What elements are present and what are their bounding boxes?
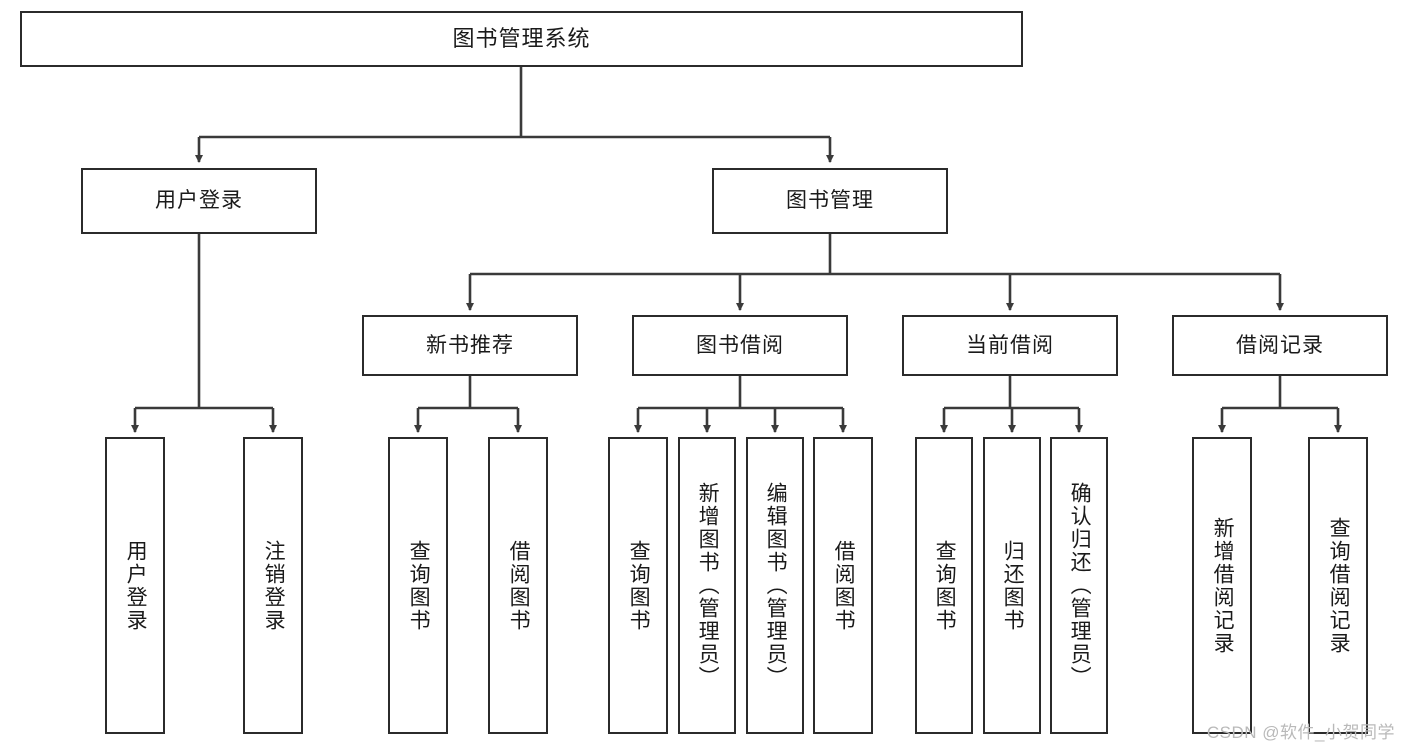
node-label: 确认归还（管理员） — [1068, 482, 1092, 689]
leaf-add-book[interactable]: 新增图书（管理员） — [678, 437, 736, 734]
node-label: 新增图书（管理员） — [696, 482, 720, 689]
leaf-return-book[interactable]: 归还图书 — [983, 437, 1041, 734]
node-label: 查询图书 — [627, 539, 651, 632]
node-label: 图书管理 — [786, 189, 874, 213]
node-current-borrow[interactable]: 当前借阅 — [902, 315, 1118, 376]
leaf-add-record[interactable]: 新增借阅记录 — [1192, 437, 1252, 734]
node-user-login[interactable]: 用户登录 — [81, 168, 317, 234]
node-label: 新增借阅记录 — [1211, 516, 1235, 655]
node-new-book-rec[interactable]: 新书推荐 — [362, 315, 578, 376]
leaf-logout[interactable]: 注销登录 — [243, 437, 303, 734]
leaf-query-book-2[interactable]: 查询图书 — [608, 437, 668, 734]
node-label: 新书推荐 — [426, 333, 514, 357]
node-label: 注销登录 — [262, 539, 286, 632]
leaf-borrow-book-2[interactable]: 借阅图书 — [813, 437, 873, 734]
node-label: 图书借阅 — [696, 333, 784, 357]
leaf-confirm-return[interactable]: 确认归还（管理员） — [1050, 437, 1108, 734]
leaf-query-book-3[interactable]: 查询图书 — [915, 437, 973, 734]
node-label: 归还图书 — [1001, 539, 1025, 632]
leaf-borrow-book-1[interactable]: 借阅图书 — [488, 437, 548, 734]
leaf-query-record[interactable]: 查询借阅记录 — [1308, 437, 1368, 734]
node-label: 图书管理系统 — [452, 25, 591, 51]
node-label: 借阅记录 — [1236, 333, 1324, 357]
node-label: 借阅图书 — [832, 539, 856, 632]
leaf-query-book-1[interactable]: 查询图书 — [388, 437, 448, 734]
leaf-edit-book[interactable]: 编辑图书（管理员） — [746, 437, 804, 734]
node-label: 编辑图书（管理员） — [764, 482, 788, 689]
node-label: 当前借阅 — [966, 333, 1054, 357]
leaf-user-login[interactable]: 用户登录 — [105, 437, 165, 734]
node-borrow-record[interactable]: 借阅记录 — [1172, 315, 1388, 376]
node-label: 查询图书 — [933, 539, 957, 632]
node-root-system[interactable]: 图书管理系统 — [20, 11, 1023, 67]
node-book-borrow[interactable]: 图书借阅 — [632, 315, 848, 376]
node-label: 用户登录 — [155, 189, 243, 213]
node-label: 查询借阅记录 — [1327, 516, 1351, 655]
node-label: 用户登录 — [124, 539, 148, 632]
node-label: 查询图书 — [407, 539, 431, 632]
node-label: 借阅图书 — [507, 539, 531, 632]
watermark-text: CSDN @软件_小贺同学 — [1206, 723, 1395, 742]
node-book-manage[interactable]: 图书管理 — [712, 168, 948, 234]
